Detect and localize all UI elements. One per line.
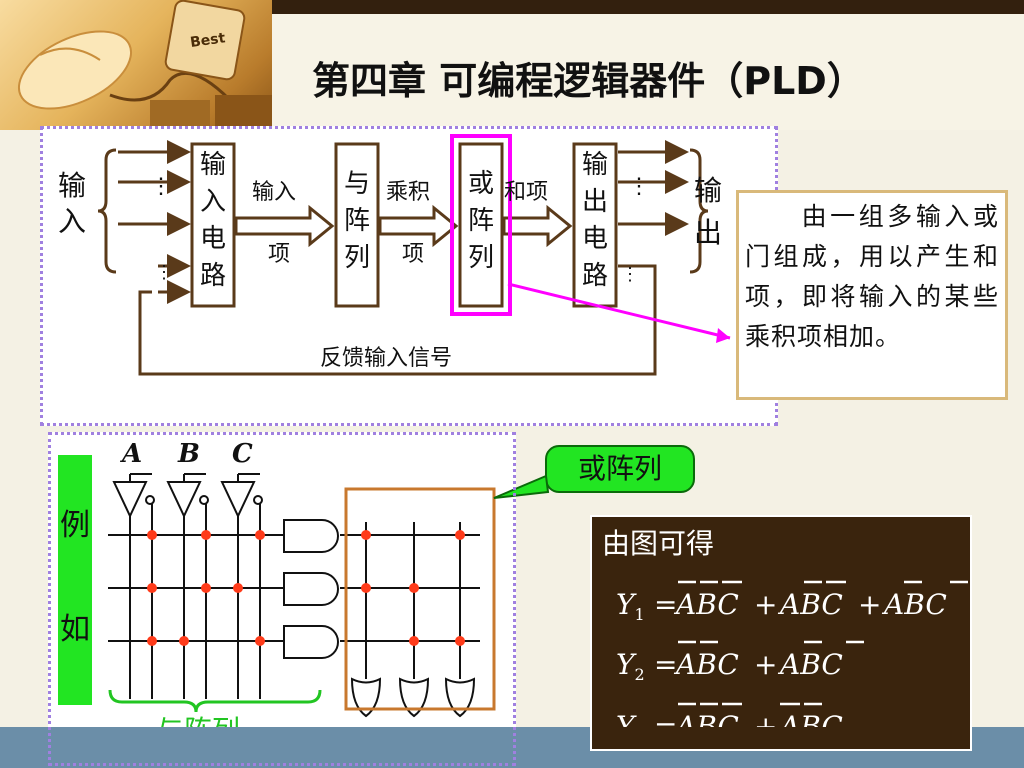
input-b-label: B: [177, 439, 200, 469]
formula-box-bottom: [590, 727, 972, 751]
block-diagram: [97, 134, 731, 376]
input-term-label-2: 项: [268, 242, 291, 267]
or-array-callout: 或阵列: [545, 445, 695, 493]
product-term-label: 乘积: [386, 180, 431, 205]
or-array-box: [458, 142, 504, 308]
or-array-description: 由一组多输入或门组成，用以产生和项，即将输入的某些乘积项相加。: [736, 190, 1008, 400]
input-a-label: A: [119, 439, 142, 469]
svg-text:+: +: [858, 588, 881, 621]
input-circuit-box: [190, 142, 236, 308]
example-bar: [58, 455, 92, 705]
y1-lhs: Y1: [616, 588, 645, 624]
input-term-arrow: [234, 204, 335, 248]
formula-intro: 由图可得: [602, 527, 715, 560]
example-label: 例如: [60, 508, 90, 647]
or-array-pointer: [507, 282, 731, 340]
or-array-highlight: [450, 134, 512, 316]
svg-text:=: =: [654, 648, 677, 681]
input-ellipsis: ⋮: [150, 174, 172, 199]
output-feedback-ellipsis: ⋮: [621, 264, 639, 285]
product-term-arrow: [378, 204, 459, 248]
feedback-ellipsis: ⋮: [155, 262, 173, 283]
callout-pointer: [493, 474, 550, 499]
product-term-label-2: 项: [402, 242, 425, 267]
or-array-frame: [344, 487, 496, 711]
input-term-label: 输入: [252, 180, 297, 205]
input-brace: [97, 148, 117, 274]
sum-term-label: 和项: [504, 180, 549, 205]
and-array-label: 与阵列: [343, 169, 370, 273]
header-accent-bar: [272, 0, 1024, 14]
y2-term-2: ABC: [777, 648, 843, 681]
sum-term-arrow: [502, 204, 573, 248]
output-circuit-label: 输出电路: [581, 150, 608, 291]
key-label: Best: [189, 30, 226, 51]
svg-text:+: +: [754, 648, 777, 681]
svg-text:=: =: [654, 588, 677, 621]
y1-term-1: ABC: [673, 588, 739, 621]
svg-text:+: +: [754, 588, 777, 621]
mouse-keyboard-icon: Best: [17, 0, 272, 130]
y2-term-1: ABC: [673, 648, 739, 681]
header-decoration-image: Best: [0, 0, 272, 130]
complement-bars: [678, 580, 968, 706]
feedback-loop: [138, 264, 657, 376]
input-circuit-label: 输入电路: [199, 150, 226, 291]
y2-lhs: Y2: [616, 648, 645, 684]
output-ellipsis: ⋮: [628, 174, 650, 199]
input-c-label: C: [232, 439, 253, 469]
feedback-label: 反馈输入信号: [320, 346, 453, 371]
output-brace: [689, 148, 709, 274]
or-array-label: 或阵列: [467, 169, 494, 273]
and-array-brace: [108, 689, 322, 713]
output-label: 输出: [694, 174, 723, 249]
and-array-box: [334, 142, 380, 308]
formulas: Y1 = ABC + ABC + ABC Y2 = ABC + ABC Y3 =…: [616, 580, 968, 746]
page-title: 第四章 可编程逻辑器件（PLD）: [312, 59, 865, 103]
y1-term-2: ABC: [777, 588, 843, 621]
example-panel-border: [48, 432, 516, 766]
y1-term-3: ABC: [881, 588, 947, 621]
input-label: 输入: [58, 169, 87, 238]
description-text: 由一组多输入或门组成，用以产生和项，即将输入的某些乘积项相加。: [745, 202, 999, 351]
